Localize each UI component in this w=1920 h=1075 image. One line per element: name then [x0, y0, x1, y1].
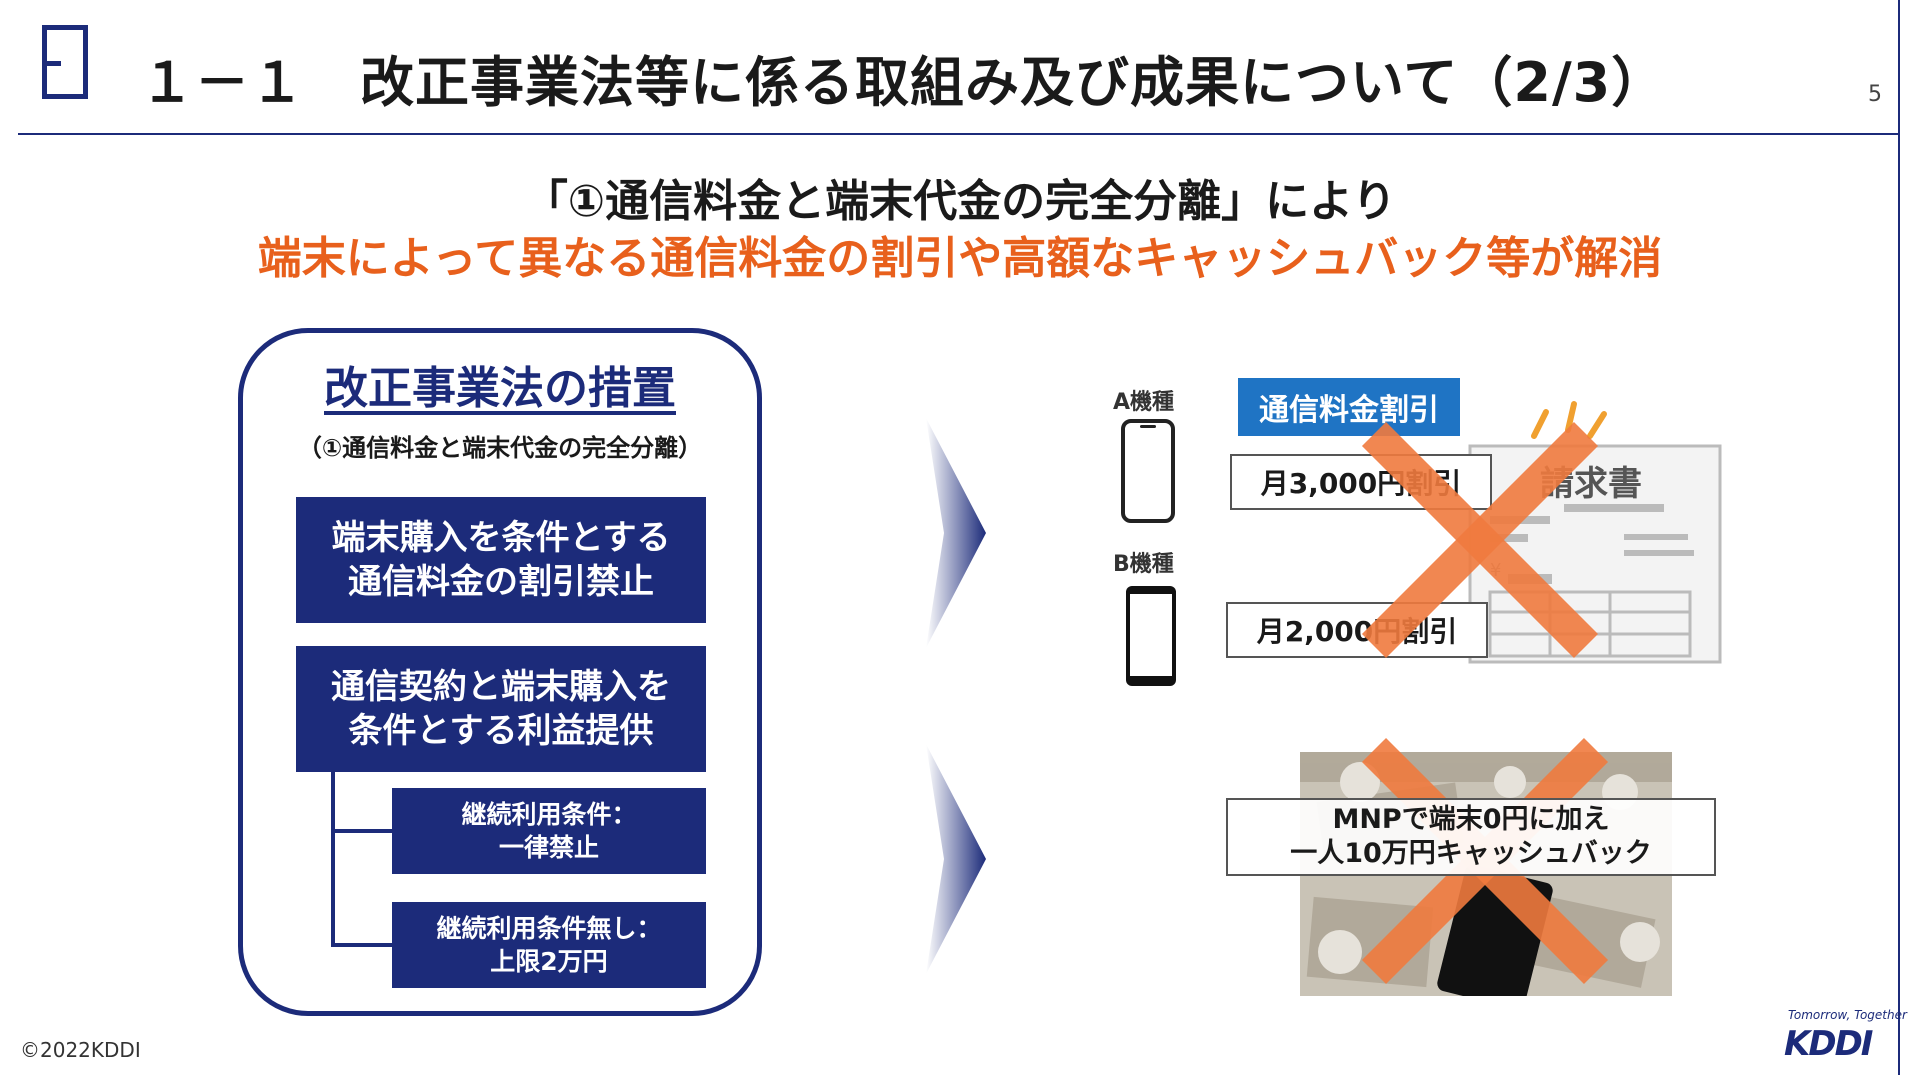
invoice-title: 請求書 — [1540, 464, 1642, 504]
measure-subbox-line: 継続利用条件無し： — [436, 914, 662, 943]
right-edge-divider — [1898, 0, 1900, 1075]
measure-box-line: 端末購入を条件とする — [331, 518, 671, 558]
price-box-a: 月3,000円割引 — [1230, 454, 1492, 510]
measures-panel — [238, 328, 762, 1016]
measure-box-line: 条件とする利益提供 — [348, 711, 654, 751]
cashback-line: 一人10万円キャッシュバック — [1290, 838, 1652, 869]
page-number: 5 — [1868, 82, 1882, 107]
measure-subbox-line: 上限2万円 — [490, 947, 608, 976]
phone-a-label: A機種 — [1113, 390, 1175, 415]
phone-icon — [1126, 586, 1176, 686]
yen-symbol: ¥ — [1490, 560, 1501, 581]
headline-line-1: 「①通信料金と端末代金の完全分離」により — [523, 176, 1397, 227]
cashback-box: MNPで端末0円に加え 一人10万円キャッシュバック — [1226, 798, 1716, 876]
copyright: ©2022KDDI — [20, 1038, 141, 1062]
measure-subbox-no-continuing: 継続利用条件無し： 上限2万円 — [392, 902, 706, 988]
discount-tag: 通信料金割引 — [1238, 378, 1460, 436]
measures-subtitle: （①通信料金と端末代金の完全分離） — [297, 434, 703, 462]
phone-b-label: B機種 — [1113, 552, 1174, 577]
tree-connector-branch — [331, 943, 392, 947]
measure-box-benefit: 通信契約と端末購入を条件とする利益提供 — [296, 646, 706, 772]
tree-connector-vertical — [331, 772, 335, 946]
cashback-line: MNPで端末0円に加え — [1332, 804, 1610, 835]
measure-box-line: 通信料金の割引禁止 — [347, 562, 654, 602]
measure-subbox-line: 一律禁止 — [498, 833, 599, 862]
price-box-b: 月2,000円割引 — [1226, 602, 1488, 658]
invoice-icon: ¥ — [1468, 401, 1722, 664]
header-divider — [18, 133, 1898, 135]
phone-icon — [1121, 419, 1175, 523]
measure-subbox-continuing: 継続利用条件： 一律禁止 — [392, 788, 706, 874]
headline-line-2: 端末によって異なる通信料金の割引や高額なキャッシュバック等が解消 — [257, 233, 1663, 284]
measure-box-line: 通信契約と端末購入を — [331, 667, 671, 707]
header-bracket-icon — [42, 25, 88, 99]
chevron-right-icon — [926, 418, 986, 648]
tree-connector-branch — [331, 829, 392, 833]
chevron-right-icon — [926, 744, 986, 974]
measures-title-text: 改正事業法の措置 — [324, 363, 676, 414]
kddi-logo: KDDI — [1784, 1024, 1873, 1064]
page-title: １－１ 改正事業法等に係る取組み及び成果について（2/3） — [140, 51, 1667, 114]
measure-subbox-line: 継続利用条件： — [461, 800, 637, 829]
measure-box-discount-ban: 端末購入を条件とする通信料金の割引禁止 — [296, 497, 706, 623]
measures-title: 改正事業法の措置 — [238, 352, 762, 416]
brand-tagline: Tomorrow, Together — [1788, 1008, 1907, 1022]
